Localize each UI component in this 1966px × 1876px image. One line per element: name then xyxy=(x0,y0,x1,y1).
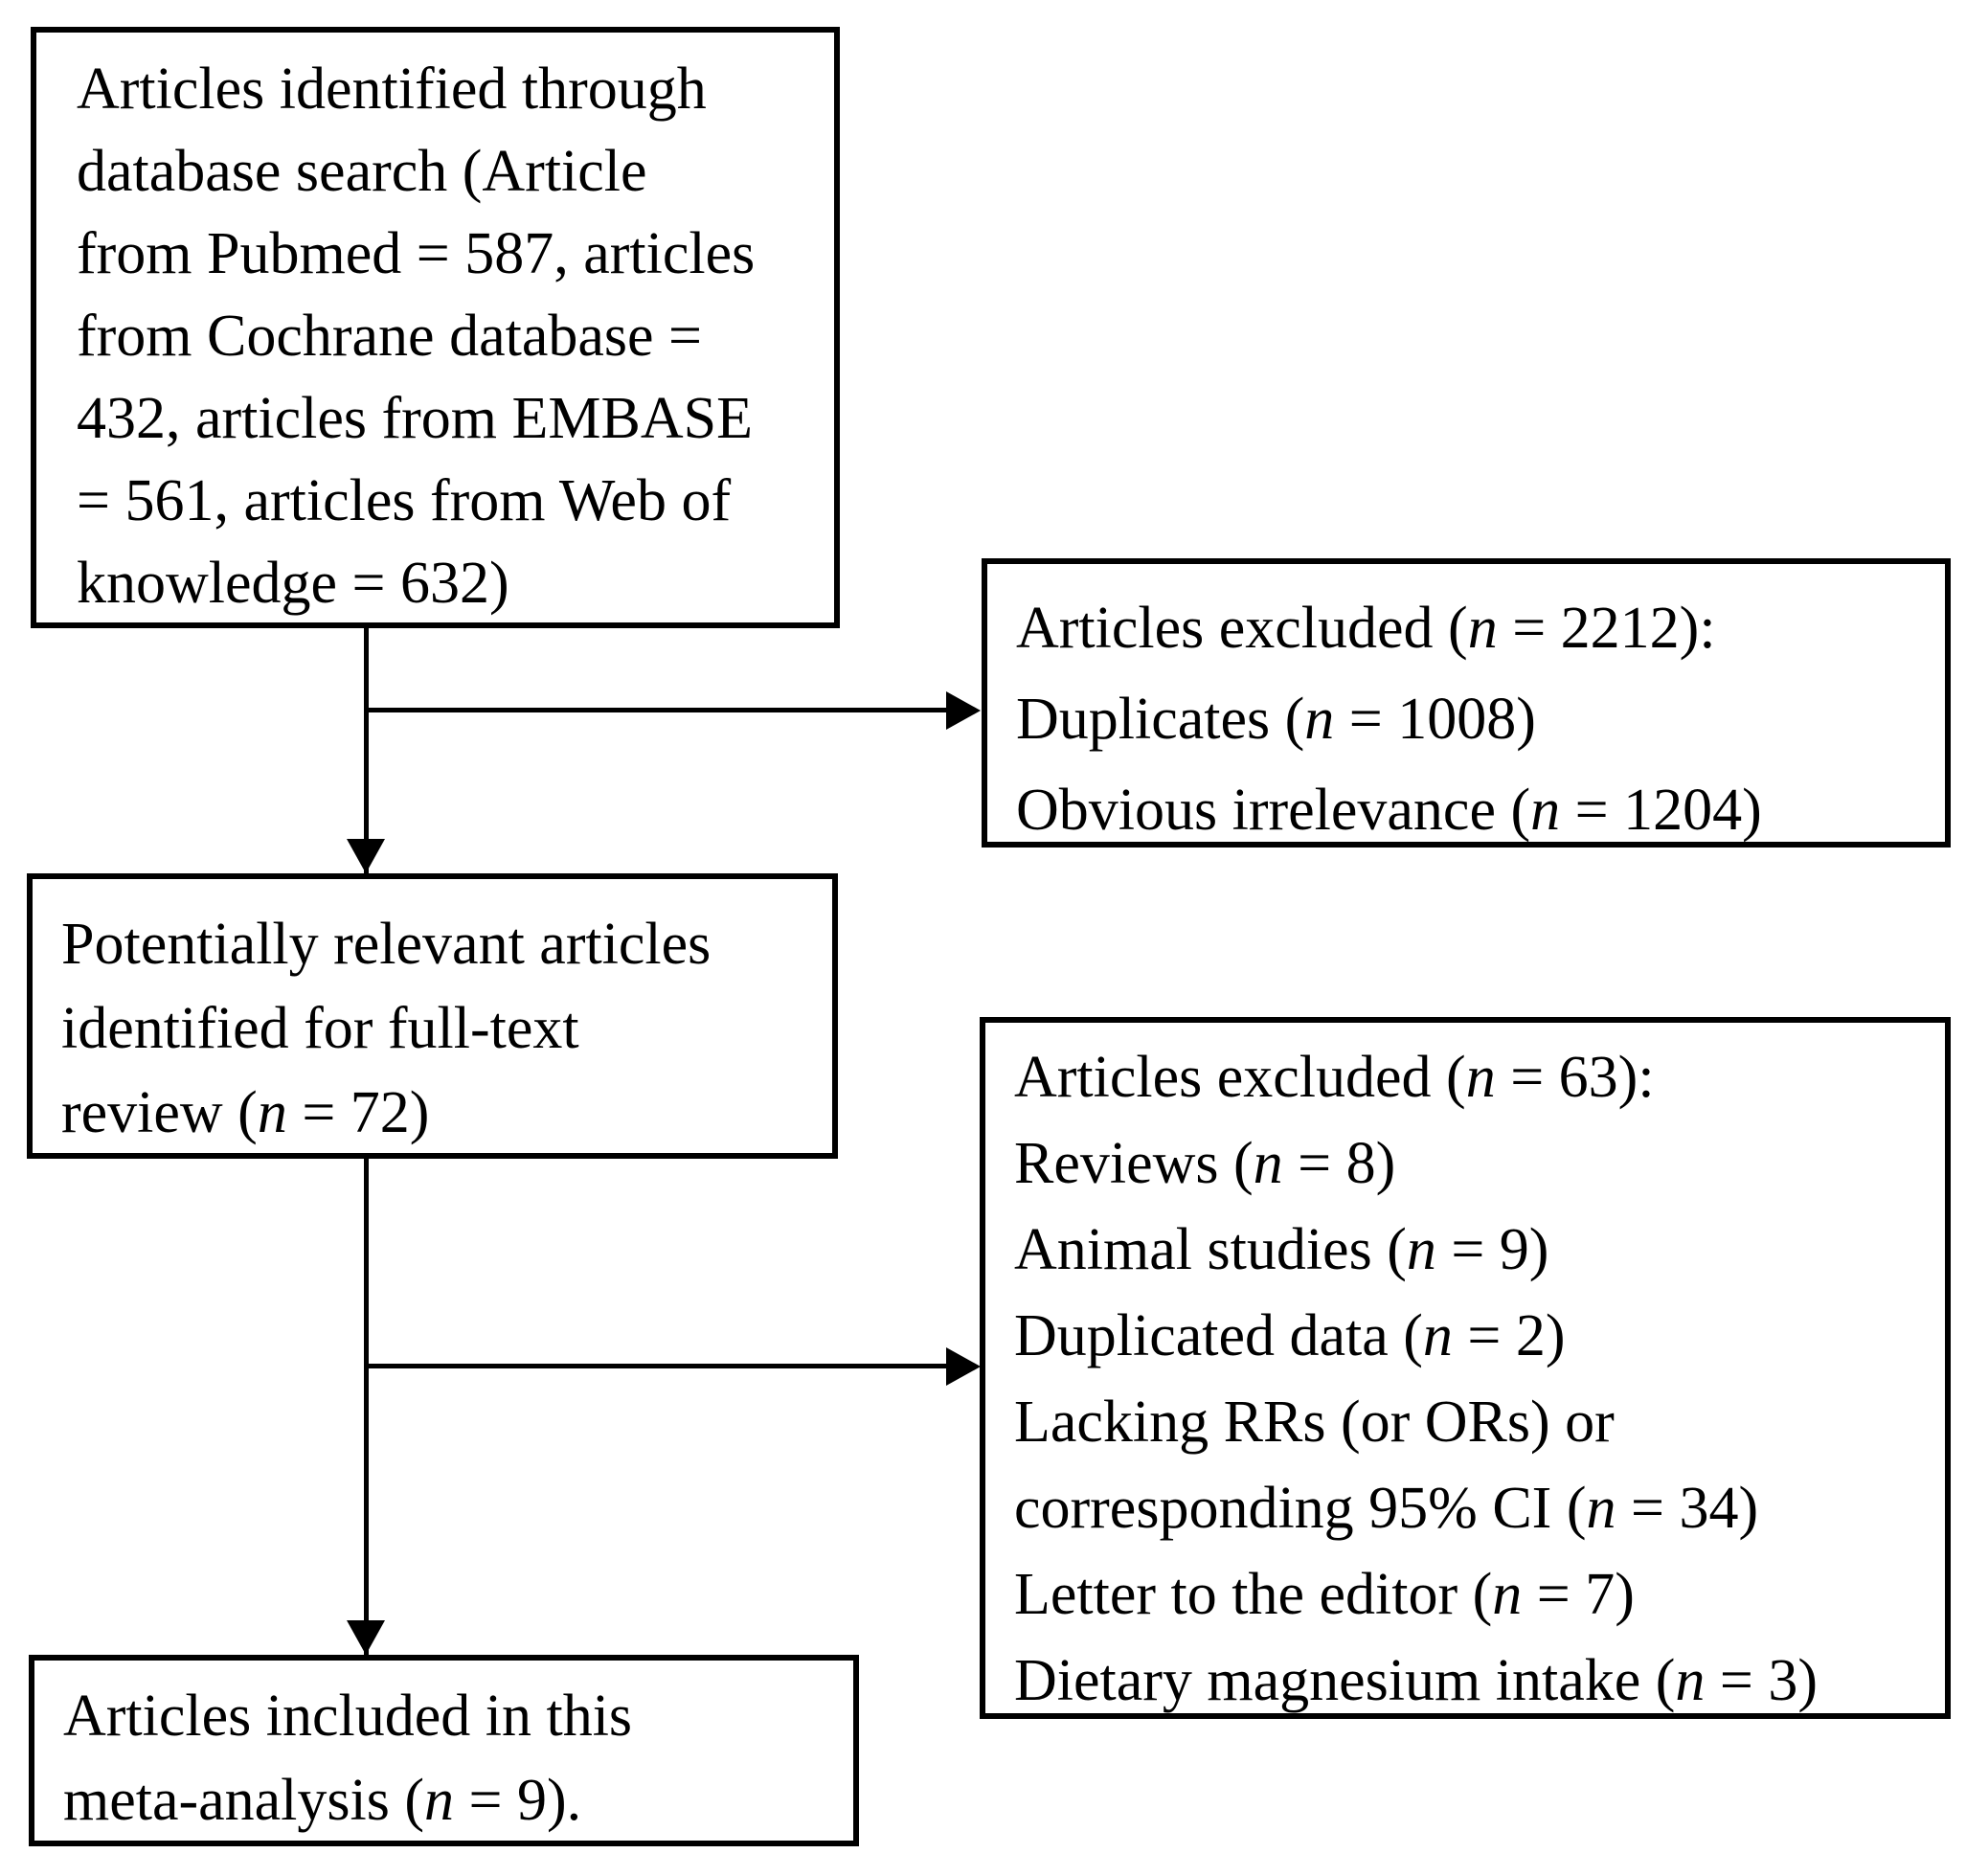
text-line: Articles excluded (n = 63): xyxy=(1014,1045,1655,1110)
box-articles-identified: Articles identified through database sear… xyxy=(31,27,840,628)
connector-horizontal-bottom xyxy=(366,1364,950,1368)
text-line: identified for full-text xyxy=(61,996,579,1061)
connector-vertical-top xyxy=(364,626,369,873)
text-line: = 561, articles from Web of xyxy=(77,468,732,533)
arrowhead-down-to-fulltext-icon xyxy=(347,839,385,873)
arrowhead-right-to-excluded-screening-icon xyxy=(946,691,981,730)
text-line: Dietary magnesium intake (n = 3) xyxy=(1014,1648,1819,1713)
text-line: 432, articles from EMBASE xyxy=(77,386,754,451)
text-line: review (n = 72) xyxy=(61,1080,430,1145)
box-articles-excluded-screening: Articles excluded (n = 2212): Duplicates … xyxy=(982,558,1951,848)
text-line: Duplicates (n = 1008) xyxy=(1016,687,1536,752)
connector-vertical-bottom xyxy=(364,1157,369,1655)
box-articles-included: Articles included in this meta-analysis (… xyxy=(29,1655,859,1846)
text-line: Obvious irrelevance (n = 1204) xyxy=(1016,778,1762,843)
text-line: Articles included in this xyxy=(63,1684,633,1749)
text-line: database search (Article xyxy=(77,139,647,204)
text-line: Duplicated data (n = 2) xyxy=(1014,1303,1566,1368)
box-articles-excluded-full-text: Articles excluded (n = 63): Reviews (n = … xyxy=(980,1017,1951,1719)
text-line: from Pubmed = 587, articles xyxy=(77,221,756,286)
text-line: from Cochrane database = xyxy=(77,304,702,369)
text-line: knowledge = 632) xyxy=(77,551,509,616)
connector-horizontal-top xyxy=(366,708,950,712)
text-line: Articles identified through xyxy=(77,57,707,122)
arrowhead-right-to-excluded-fulltext-icon xyxy=(946,1347,981,1386)
text-line: meta-analysis (n = 9). xyxy=(63,1768,582,1833)
text-line: Animal studies (n = 9) xyxy=(1014,1217,1549,1282)
text-line: Lacking RRs (or ORs) or xyxy=(1014,1390,1615,1455)
text-line: Reviews (n = 8) xyxy=(1014,1131,1396,1196)
text-line: corresponding 95% CI (n = 34) xyxy=(1014,1476,1759,1541)
arrowhead-down-to-included-icon xyxy=(347,1620,385,1655)
text-line: Letter to the editor (n = 7) xyxy=(1014,1562,1635,1627)
box-full-text-review: Potentially relevant articles identified … xyxy=(27,873,838,1159)
text-line: Articles excluded (n = 2212): xyxy=(1016,596,1716,661)
text-line: Potentially relevant articles xyxy=(61,912,712,977)
